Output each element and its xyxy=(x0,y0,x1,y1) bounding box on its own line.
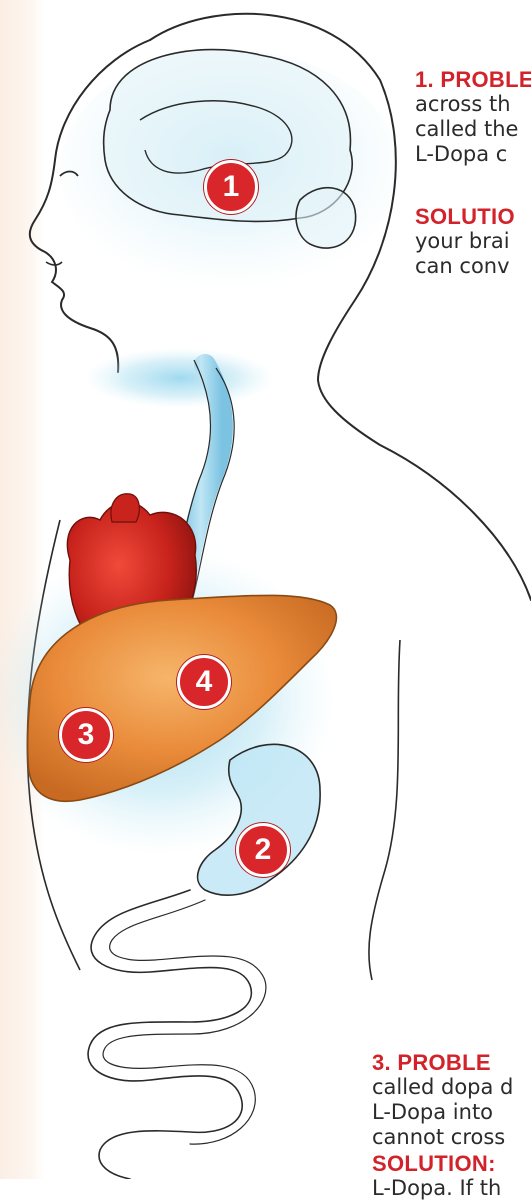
solution-1-line: can conv xyxy=(415,254,515,279)
problem-1-line: across th xyxy=(415,92,531,117)
solution-1-heading: SOLUTIO xyxy=(415,204,515,229)
cerebellum xyxy=(296,188,356,248)
solution-3-block: SOLUTION: L-Dopa. If th xyxy=(372,1151,501,1201)
marker-1: 1 xyxy=(204,160,258,214)
marker-3: 3 xyxy=(59,708,113,762)
problem-3-line: L-Dopa into xyxy=(372,1100,513,1125)
solution-1-line: your brai xyxy=(415,229,515,254)
marker-4: 4 xyxy=(177,655,231,709)
solution-1-block: SOLUTIO your brai can conv xyxy=(415,204,515,279)
torso-right xyxy=(369,640,400,980)
problem-3-block: 3. PROBLE called dopa d L-Dopa into cann… xyxy=(372,1050,513,1150)
solution-3-line: L-Dopa. If th xyxy=(372,1176,501,1201)
heart-vessel xyxy=(111,494,139,522)
throat-glow xyxy=(85,348,275,408)
problem-1-line: L-Dopa c xyxy=(415,142,531,167)
marker-2: 2 xyxy=(236,823,290,877)
problem-1-heading: 1. PROBLE xyxy=(415,67,531,92)
solution-3-heading: SOLUTION: xyxy=(372,1151,501,1176)
problem-3-line: called dopa d xyxy=(372,1075,513,1100)
problem-3-line: cannot cross xyxy=(372,1125,513,1150)
problem-3-heading: 3. PROBLE xyxy=(372,1050,513,1075)
problem-1-line: called the xyxy=(415,117,531,142)
problem-1-block: 1. PROBLE across th called the L-Dopa c xyxy=(415,67,531,167)
